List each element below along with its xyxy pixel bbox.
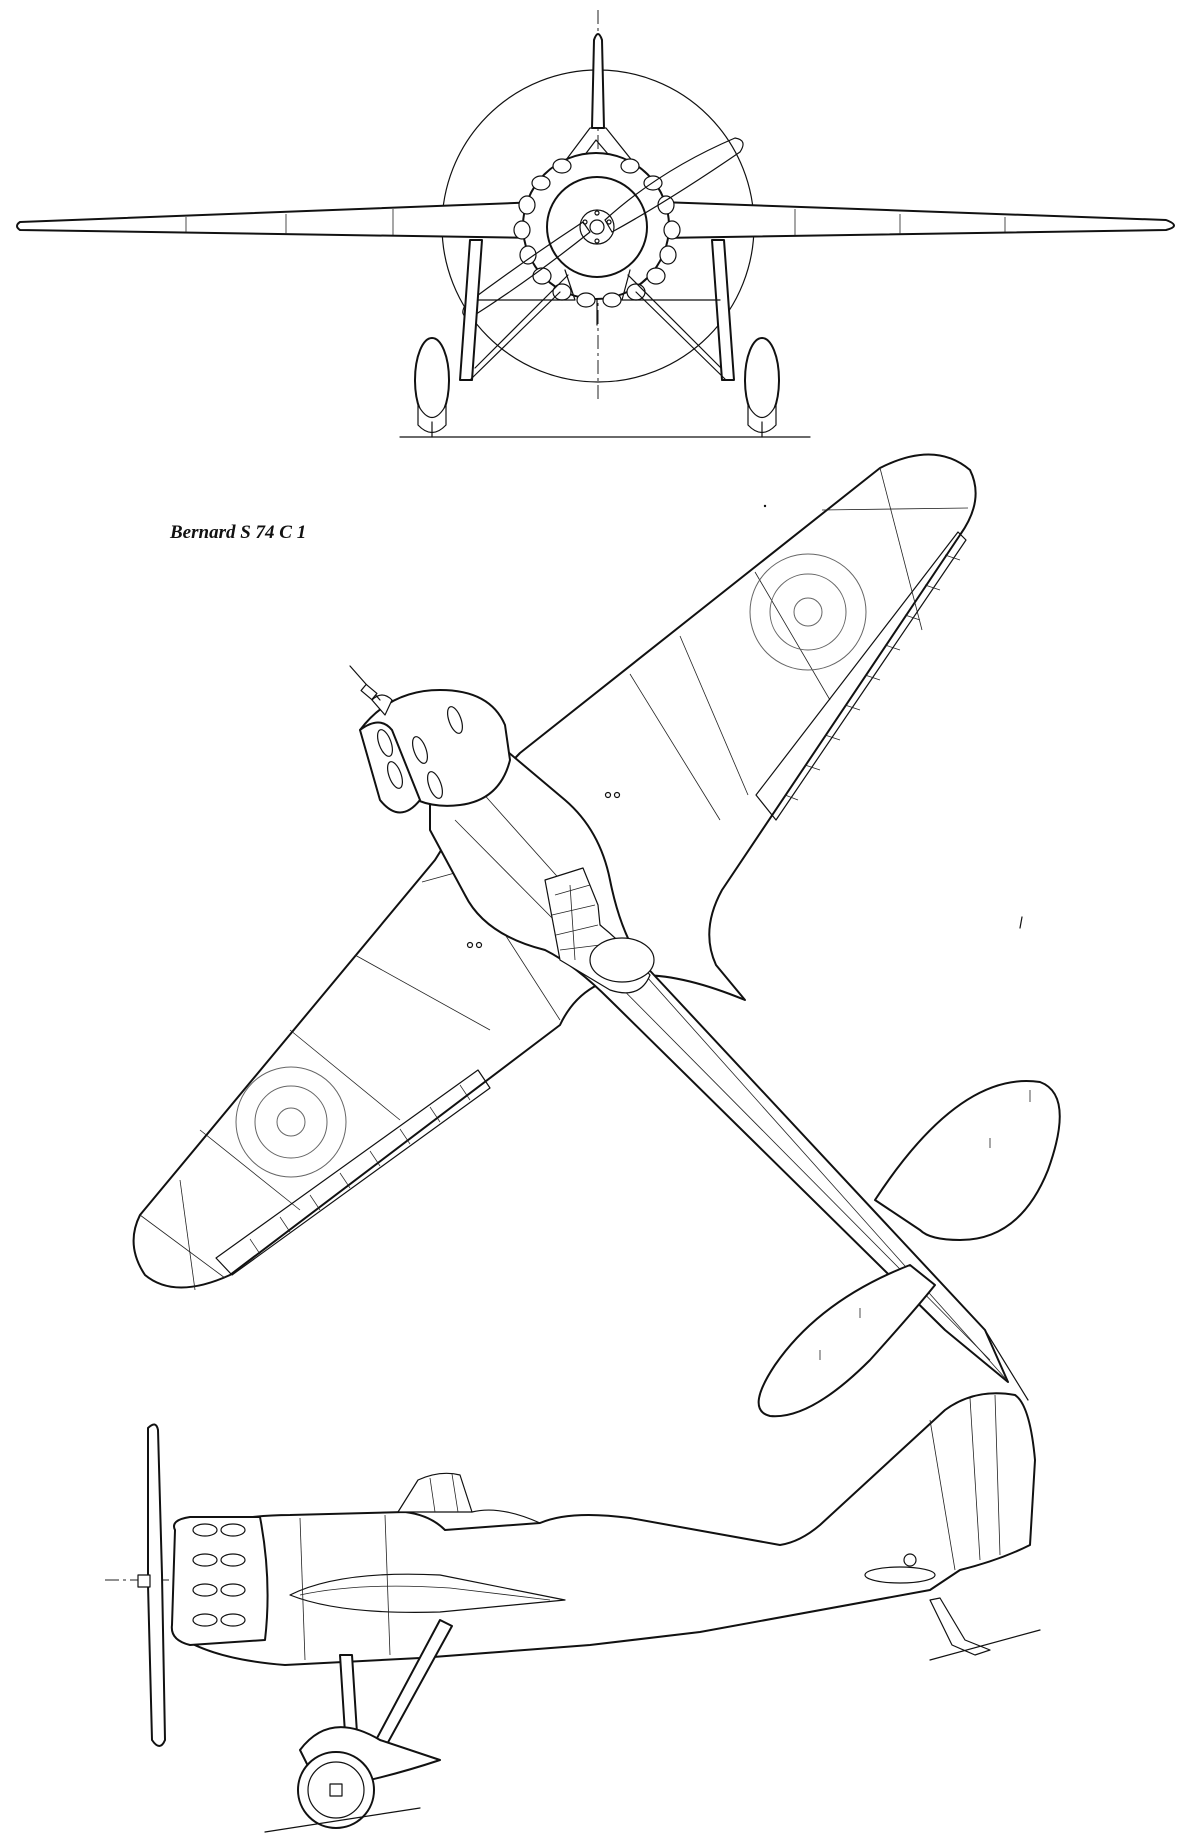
front-view — [16, 10, 1175, 438]
side-headrest — [471, 1509, 541, 1524]
plan-dot — [763, 504, 767, 508]
aileron-lower — [215, 1069, 491, 1276]
side-panel-lines — [299, 1394, 1001, 1661]
front-landing-gear-left — [414, 239, 576, 438]
roundel-lower-wing — [235, 1066, 347, 1178]
side-ground-line — [264, 1807, 421, 1833]
front-propeller-blade-lower — [462, 221, 591, 319]
plan-tail-skid — [984, 1329, 1029, 1401]
side-tail-skid — [929, 1597, 991, 1656]
gun-sight — [591, 33, 605, 129]
side-wing — [289, 1573, 566, 1613]
plan-view — [132, 453, 1061, 1418]
aircraft-title: Bernard S 74 C 1 — [170, 522, 307, 543]
side-canopy — [397, 1472, 473, 1513]
plan-vents — [466, 791, 621, 949]
plan-engine — [349, 665, 511, 814]
side-cowling-vents — [192, 1523, 246, 1627]
side-view — [105, 1392, 1041, 1833]
front-engine — [513, 152, 681, 308]
front-landing-gear-right — [621, 239, 780, 438]
side-fuselage — [184, 1392, 1036, 1666]
side-landing-gear — [297, 1619, 453, 1829]
cabane-struts — [559, 127, 639, 169]
plan-mark — [1019, 916, 1023, 929]
plan-tailplane-lower — [757, 1264, 936, 1418]
plan-elevator-hinges — [819, 1090, 1031, 1360]
plan-cockpit-opening — [589, 937, 655, 983]
front-wing-panel-lines — [185, 209, 1006, 235]
side-propeller — [147, 1423, 166, 1747]
plan-tailplane-upper — [874, 1080, 1061, 1241]
roundel-upper-wing — [749, 553, 867, 671]
side-tail-ground — [929, 1629, 1041, 1661]
side-cowling — [170, 1516, 269, 1646]
side-tail-vent — [864, 1566, 936, 1584]
aileron-upper — [755, 531, 967, 821]
front-propeller-blade-upper — [604, 137, 744, 233]
side-spinner — [137, 1574, 151, 1588]
